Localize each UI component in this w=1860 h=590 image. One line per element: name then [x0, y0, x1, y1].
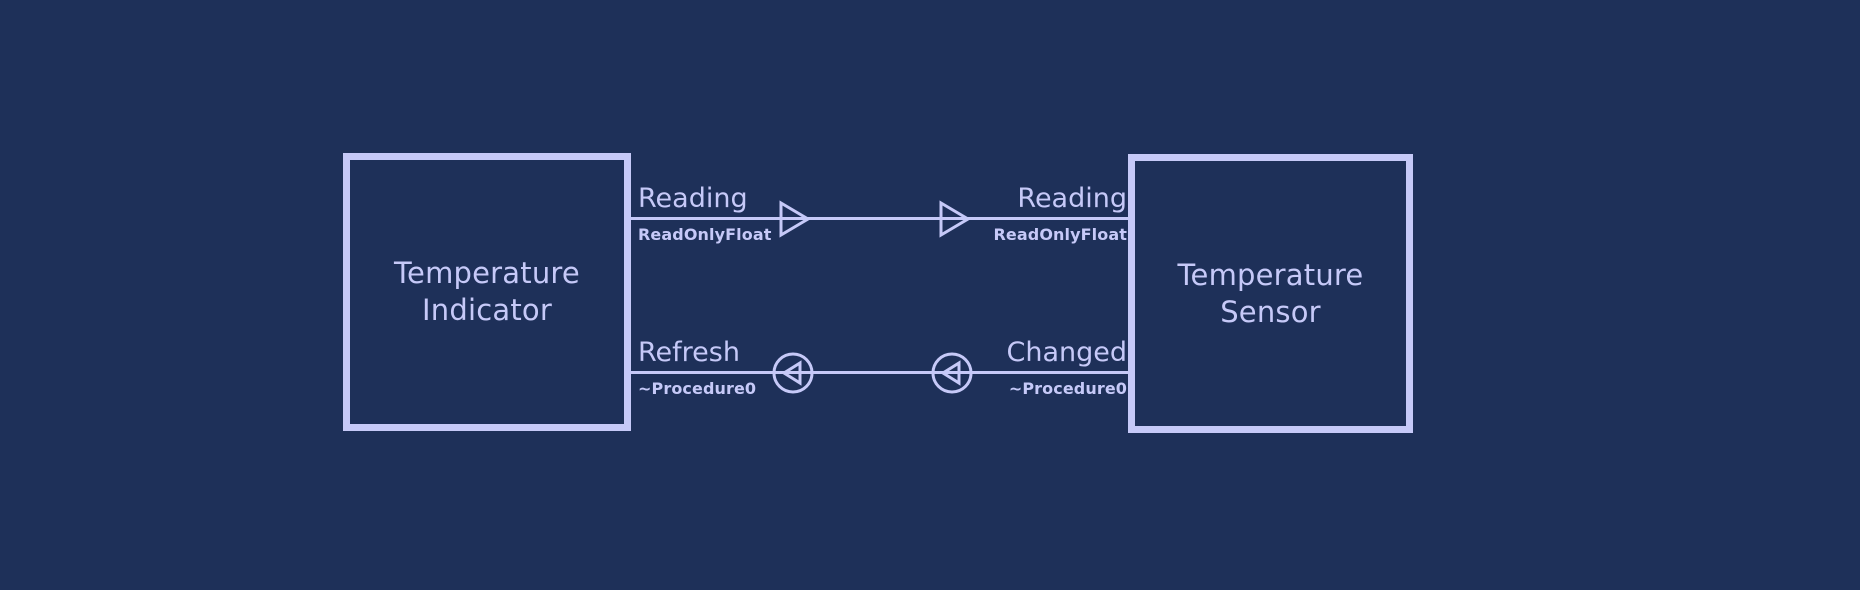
- circle-triangle-left-icon: [930, 351, 974, 395]
- component-title-temperature-sensor: Temperature Sensor: [1177, 257, 1364, 329]
- target-port-name-changed: Changed: [1006, 337, 1127, 368]
- component-title-temperature-indicator: Temperature Indicator: [394, 256, 580, 327]
- component-box-temperature-sensor[interactable]: Temperature Sensor: [1128, 154, 1413, 433]
- triangle-right-icon: [938, 200, 972, 238]
- target-port-type-changed: ~Procedure0: [1008, 379, 1127, 398]
- connection-line-refresh-changed: [631, 371, 1128, 374]
- target-port-name-reading: Reading: [1017, 183, 1127, 214]
- triangle-right-icon: [778, 200, 812, 238]
- circle-triangle-left-icon: [771, 351, 815, 395]
- source-port-name-refresh: Refresh: [638, 337, 740, 368]
- source-port-type-refresh: ~Procedure0: [638, 379, 757, 398]
- source-port-type-reading: ReadOnlyFloat: [638, 225, 772, 244]
- component-box-temperature-indicator[interactable]: Temperature Indicator: [343, 153, 631, 431]
- target-port-type-reading: ReadOnlyFloat: [993, 225, 1127, 244]
- source-port-name-reading: Reading: [638, 183, 748, 214]
- connection-line-reading: [631, 217, 1128, 220]
